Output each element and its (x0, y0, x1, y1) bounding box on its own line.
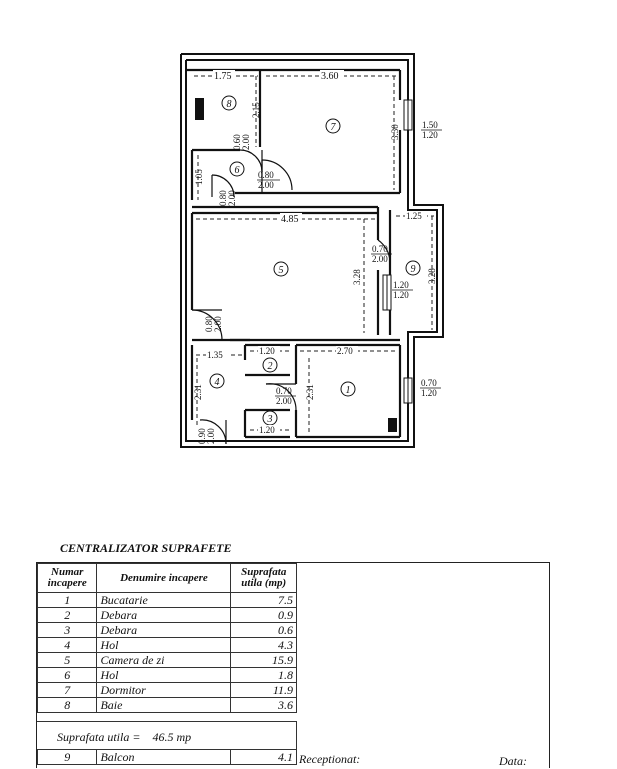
cell-name: Debara (96, 607, 232, 623)
balcony-row: 9 Balcon 4.1 (36, 749, 297, 765)
dim-label: 2.70 (337, 346, 353, 356)
cell-number: 7 (36, 682, 98, 698)
door-label: 2.00 (206, 428, 216, 444)
door-label: 0.70 (372, 244, 388, 254)
room-number: 2 (268, 361, 273, 372)
cell-number: 3 (36, 622, 98, 638)
door-label: 0.90 (197, 428, 207, 444)
cell-number: 4 (36, 637, 98, 653)
cell-name: Hol (96, 637, 232, 653)
door-label: 0.80 (258, 170, 274, 180)
room-number: 8 (227, 99, 232, 110)
cell-area: 1.8 (230, 667, 297, 683)
cell-name: Baie (96, 697, 232, 713)
cell-area: 11.9 (230, 682, 297, 698)
door-label: 2.00 (258, 180, 274, 190)
room-numbers: 8 7 6 5 9 4 2 3 1 (215, 99, 416, 425)
door-label: 2.00 (227, 190, 237, 206)
dim-label: 1.25 (406, 211, 422, 221)
room-number: 3 (267, 414, 273, 425)
dim-label: 2.15 (251, 102, 261, 118)
door-label: 2.00 (372, 254, 388, 264)
cell-area: 0.6 (230, 622, 297, 638)
floor-plan: 8 7 6 5 9 4 2 3 1 1.75 3.60 2.15 3.30 1.… (180, 53, 444, 448)
header-number: Numar incapere (36, 563, 98, 593)
room-number: 4 (215, 377, 220, 388)
door-label: 0.80 (204, 316, 214, 332)
room-number: 9 (411, 264, 416, 275)
room-number: 1 (346, 385, 351, 396)
window-label: 1.20 (393, 290, 409, 300)
room-number: 5 (279, 265, 284, 276)
door-label: 2.00 (241, 134, 251, 150)
room-number: 6 (235, 165, 240, 176)
rooms-table: Numar incapere Denumire incapere Suprafa… (36, 563, 297, 713)
received-label: Receptionat: (299, 752, 361, 766)
cell-name: Hol (96, 667, 232, 683)
cell-area: 4.3 (230, 637, 297, 653)
door-label: 0.70 (276, 386, 292, 396)
window-label: 0.70 (421, 378, 437, 388)
dim-label: 1.20 (259, 346, 275, 356)
fixture-block (388, 418, 397, 432)
dim-label: 1.05 (194, 169, 204, 185)
window-label: 1.20 (393, 280, 409, 290)
header-area: Suprafata utila (mp) (230, 563, 297, 593)
date-label: Data: (499, 754, 527, 768)
cell-name: Dormitor (96, 682, 232, 698)
dim-label: 3.60 (321, 71, 339, 82)
cell-area: 7.5 (230, 592, 297, 608)
dimension-labels: 1.75 3.60 2.15 3.30 1.50 1.20 0.60 2.00 … (193, 70, 442, 444)
cell-area: 3.6 (230, 697, 297, 713)
cell-number: 1 (36, 592, 98, 608)
dim-label: 4.85 (281, 214, 299, 225)
total-area-value: 46.5 mp (152, 730, 192, 744)
surface-table: Numar incapere Denumire incapere Suprafa… (36, 562, 550, 768)
room-number: 7 (331, 122, 337, 133)
cell-area: 0.9 (230, 607, 297, 623)
cell-name: Bucatarie (96, 592, 232, 608)
cell-number: 6 (36, 667, 98, 683)
window-label: 1.20 (422, 130, 438, 140)
cell-name: Balcon (96, 749, 232, 765)
door-label: 2.00 (213, 316, 223, 332)
header-name: Denumire incapere (96, 563, 232, 593)
dim-label: 2.31 (193, 384, 203, 400)
windows (382, 99, 413, 404)
cell-name: Debara (96, 622, 232, 638)
window-label: 1.50 (422, 120, 438, 130)
cell-area: 4.1 (230, 749, 297, 765)
cell-name: Camera de zi (96, 652, 232, 668)
table-title: CENTRALIZATOR SUPRAFETE (60, 541, 232, 555)
cell-area: 15.9 (230, 652, 297, 668)
window-label: 1.20 (421, 388, 437, 398)
dim-label: 3.28 (352, 269, 362, 285)
dim-label: 2.31 (305, 384, 315, 400)
door-swings (191, 149, 391, 445)
dim-label: 3.28 (427, 268, 437, 284)
cell-number: 2 (36, 607, 98, 623)
door-label: 0.80 (218, 190, 228, 206)
dim-label: 1.20 (259, 425, 275, 435)
cell-number: 9 (36, 749, 98, 765)
total-area-label: Suprafata utila = (57, 730, 141, 744)
dim-label: 1.35 (207, 350, 223, 360)
cell-number: 8 (36, 697, 98, 713)
door-label: 0.60 (232, 134, 242, 150)
interior-walls (186, 68, 402, 439)
dim-label: 3.30 (390, 124, 400, 140)
cell-number: 5 (36, 652, 98, 668)
total-area-row: Suprafata utila = 46.5 mp (37, 721, 297, 749)
dim-label: 1.75 (214, 71, 232, 82)
chimney-block (195, 98, 204, 120)
door-label: 2.00 (276, 396, 292, 406)
